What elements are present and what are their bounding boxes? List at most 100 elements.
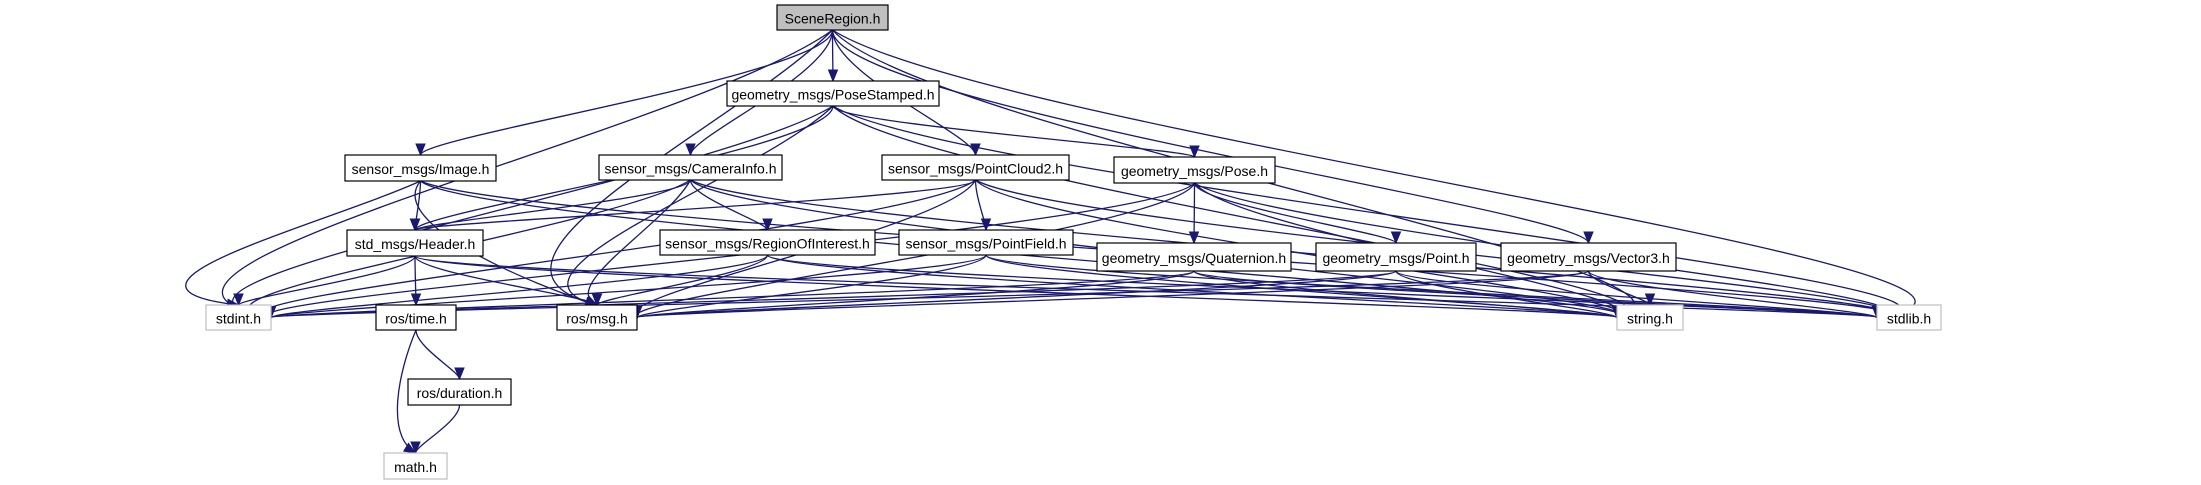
node-box: [407, 378, 512, 406]
edge-pointcloud2-to-pointfield: [974, 179, 992, 232]
edge-line: [550, 29, 833, 306]
edge-sceneregion-to-vector3: [831, 29, 1594, 245]
edge-header-to-time: [410, 255, 422, 307]
edge-line: [414, 255, 598, 306]
node-stdint[interactable]: stdint.h: [205, 304, 272, 331]
edge-camerainfo-to-regionofinterest: [689, 179, 773, 232]
node-box: [205, 304, 272, 331]
node-header[interactable]: std_msgs/Header.h: [346, 229, 484, 257]
node-sceneregion[interactable]: SceneRegion.h: [776, 4, 889, 31]
edge-regionofinterest-to-msg: [591, 254, 769, 307]
node-label: geometry_msgs/Vector3.h: [1507, 250, 1670, 266]
node-regionofinterest[interactable]: sensor_msgs/RegionOfInterest.h: [659, 229, 876, 256]
node-box: [598, 154, 783, 181]
node-box: [383, 452, 448, 480]
node-label: sensor_msgs/PointField.h: [905, 236, 1066, 252]
node-label: math.h: [394, 459, 437, 475]
edge-line: [832, 105, 1902, 319]
node-label: stdint.h: [216, 311, 261, 327]
node-box: [726, 80, 940, 107]
edge-line: [636, 270, 1590, 319]
edge-header-to-stdint: [233, 255, 416, 307]
node-image[interactable]: sensor_msgs/Image.h: [344, 154, 497, 182]
node-pointcloud2[interactable]: sensor_msgs/PointCloud2.h: [881, 154, 1070, 181]
edge-line: [261, 179, 976, 319]
edge-pose-to-quaternion: [1188, 182, 1200, 245]
node-box: [375, 304, 457, 331]
edge-duration-to-math: [410, 404, 461, 455]
node-duration[interactable]: ros/duration.h: [407, 378, 512, 406]
node-pose[interactable]: geometry_msgs/Pose.h: [1113, 156, 1276, 184]
edge-line: [596, 254, 769, 306]
node-box: [346, 229, 484, 257]
edge-line: [270, 254, 769, 319]
edge-line: [832, 105, 1630, 319]
node-box: [1113, 156, 1276, 184]
edge-line: [1193, 270, 1878, 319]
edge-time-to-math: [396, 329, 417, 454]
node-box: [1616, 304, 1684, 331]
node-label: stdlib.h: [1887, 311, 1931, 327]
edge-line: [270, 270, 1590, 319]
edge-line: [832, 29, 1916, 319]
edge-pointcloud2-to-header: [409, 179, 977, 232]
edge-time-to-duration: [415, 329, 465, 381]
edge-line: [567, 105, 834, 306]
node-label: geometry_msgs/Point.h: [1322, 250, 1469, 266]
node-box: [1876, 304, 1942, 331]
node-label: sensor_msgs/Image.h: [352, 161, 490, 177]
node-math[interactable]: math.h: [383, 452, 448, 480]
node-label: geometry_msgs/Quaternion.h: [1102, 250, 1286, 266]
edge-line: [1193, 270, 1618, 319]
nodes-layer: SceneRegion.h geometry_msgs/PoseStamped.h…: [205, 4, 1942, 480]
edge-line: [396, 329, 417, 454]
node-box: [556, 304, 638, 331]
edge-line: [414, 404, 461, 454]
edge-camerainfo-to-header: [409, 179, 692, 232]
node-string[interactable]: string.h: [1616, 304, 1684, 331]
edge-line: [414, 179, 692, 231]
node-point[interactable]: geometry_msgs/Point.h: [1315, 242, 1477, 272]
edge-posestamped-to-pose: [832, 105, 1200, 159]
edge-line: [221, 29, 833, 319]
arrowhead: [685, 143, 696, 157]
node-label: ros/time.h: [385, 311, 446, 327]
arrowhead: [827, 69, 839, 83]
edge-line: [1587, 270, 1878, 319]
edge-pose-to-point: [1193, 182, 1402, 245]
edge-line: [832, 105, 1196, 158]
node-label: geometry_msgs/PoseStamped.h: [731, 87, 934, 103]
edge-vector3-to-msg: [631, 270, 1590, 319]
edge-posestamped-to-msg: [567, 105, 834, 308]
node-label: std_msgs/Header.h: [355, 236, 476, 252]
edge-line: [414, 179, 977, 231]
arrowhead: [454, 367, 465, 381]
node-box: [881, 154, 1070, 181]
node-label: sensor_msgs/PointCloud2.h: [888, 161, 1063, 177]
node-msg[interactable]: ros/msg.h: [556, 304, 638, 331]
node-label: sensor_msgs/RegionOfInterest.h: [665, 236, 870, 252]
arrowhead: [1583, 231, 1594, 245]
node-label: sensor_msgs/CameraInfo.h: [605, 161, 777, 177]
node-vector3[interactable]: geometry_msgs/Vector3.h: [1500, 242, 1677, 272]
node-camerainfo[interactable]: sensor_msgs/CameraInfo.h: [598, 154, 783, 181]
node-box: [1096, 242, 1292, 272]
node-pointfield[interactable]: sensor_msgs/PointField.h: [898, 229, 1074, 256]
edges-layer: [185, 29, 1916, 455]
edge-vector3-to-string: [1587, 270, 1656, 307]
arrowhead: [1390, 231, 1402, 245]
node-label: geometry_msgs/Pose.h: [1121, 163, 1268, 179]
node-posestamped[interactable]: geometry_msgs/PoseStamped.h: [726, 80, 940, 107]
edge-line: [1587, 270, 1651, 306]
edge-line: [1193, 182, 1397, 244]
node-box: [776, 4, 889, 31]
node-quaternion[interactable]: geometry_msgs/Quaternion.h: [1096, 242, 1292, 272]
node-time[interactable]: ros/time.h: [375, 304, 457, 331]
edge-line: [270, 254, 987, 319]
node-label: ros/msg.h: [566, 311, 627, 327]
arrowhead: [415, 143, 426, 157]
node-stdlib[interactable]: stdlib.h: [1876, 304, 1942, 331]
edge-line: [636, 254, 987, 319]
arrowhead: [1188, 231, 1200, 245]
